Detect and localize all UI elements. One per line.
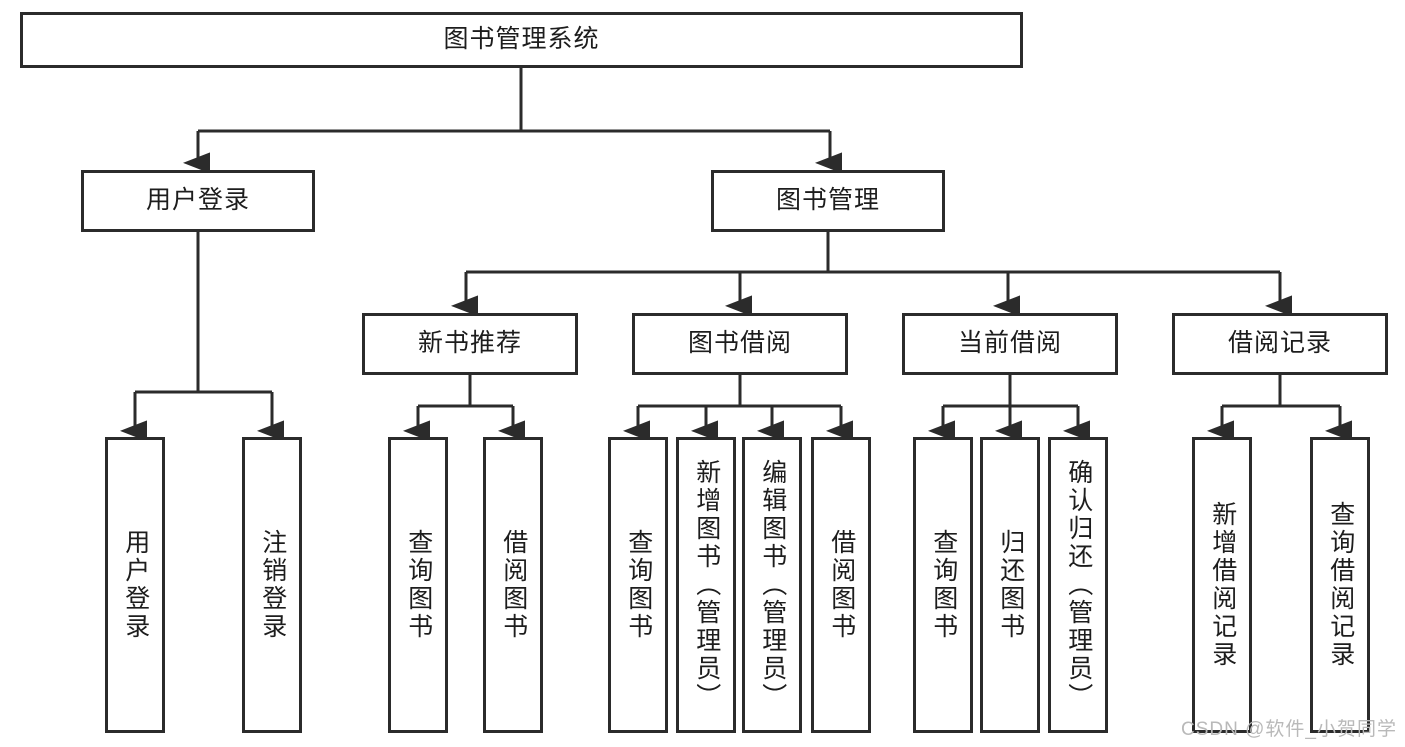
node-leaf-add-record[interactable]: 新增借阅记录 [1192,437,1252,733]
node-leaf-query-book-2[interactable]: 查询图书 [608,437,668,733]
node-label: 查询图书 [404,529,433,641]
node-label: 用户登录 [121,529,150,641]
node-leaf-query-record[interactable]: 查询借阅记录 [1310,437,1370,733]
node-label: 借阅图书 [827,529,856,641]
node-label: 查询图书 [624,529,653,641]
node-leaf-borrow-book-1[interactable]: 借阅图书 [483,437,543,733]
node-leaf-borrow-book-2[interactable]: 借阅图书 [811,437,871,733]
node-label: 注销登录 [258,529,287,641]
node-label: 图书管理 [775,186,880,215]
watermark-text: CSDN @软件_小贺同学 [1181,719,1397,740]
node-book-management[interactable]: 图书管理 [711,170,945,232]
node-label: 确认归还（管理员） [1064,459,1093,711]
node-label: 新增图书（管理员） [692,459,721,711]
node-new-book-recommend[interactable]: 新书推荐 [362,313,578,375]
node-borrow-record[interactable]: 借阅记录 [1172,313,1388,375]
node-label: 新书推荐 [417,329,522,358]
node-leaf-confirm-return[interactable]: 确认归还（管理员） [1048,437,1108,733]
node-label: 用户登录 [145,186,250,215]
node-label: 借阅图书 [499,529,528,641]
node-leaf-logout-login[interactable]: 注销登录 [242,437,302,733]
node-current-borrow[interactable]: 当前借阅 [902,313,1118,375]
node-leaf-add-book[interactable]: 新增图书（管理员） [676,437,736,733]
node-user-login[interactable]: 用户登录 [81,170,315,232]
node-label: 查询图书 [929,529,958,641]
node-leaf-query-book-1[interactable]: 查询图书 [388,437,448,733]
node-label: 当前借阅 [957,329,1062,358]
node-label: 图书管理系统 [443,25,600,54]
node-leaf-return-book[interactable]: 归还图书 [980,437,1040,733]
node-root-system[interactable]: 图书管理系统 [20,12,1023,68]
node-leaf-user-login[interactable]: 用户登录 [105,437,165,733]
node-label: 借阅记录 [1227,329,1332,358]
node-label: 查询借阅记录 [1326,501,1355,669]
node-label: 编辑图书（管理员） [758,459,787,711]
node-label: 新增借阅记录 [1208,501,1237,669]
node-leaf-edit-book[interactable]: 编辑图书（管理员） [742,437,802,733]
node-label: 归还图书 [996,529,1025,641]
node-leaf-query-book-3[interactable]: 查询图书 [913,437,973,733]
node-label: 图书借阅 [687,329,792,358]
node-book-borrow[interactable]: 图书借阅 [632,313,848,375]
